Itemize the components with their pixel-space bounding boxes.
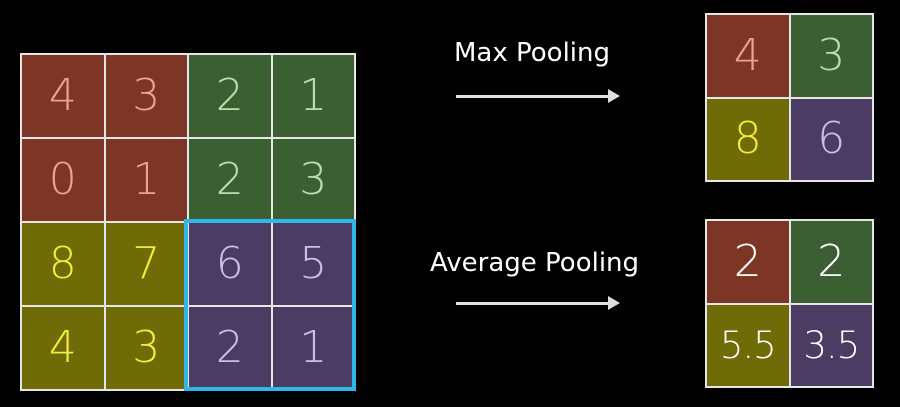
input-cell-r1c3: 3 xyxy=(272,139,354,221)
avg-output-cell-r1c1: 3.5 xyxy=(790,304,872,386)
input-cell-r3c0: 4 xyxy=(22,307,104,389)
input-cell-r2c0: 8 xyxy=(22,223,104,305)
average-pooling-arrow-icon xyxy=(456,296,620,310)
max-output-cell-r1c1: 6 xyxy=(790,98,872,180)
max-pooling-output-grid: 4 3 8 6 xyxy=(705,13,874,182)
max-pooling-label: Max Pooling xyxy=(454,38,611,68)
input-cell-r2c3: 5 xyxy=(272,223,354,305)
input-cell-r0c0: 4 xyxy=(22,55,104,137)
input-cell-r0c3: 1 xyxy=(272,55,354,137)
max-output-cell-r0c1: 3 xyxy=(790,15,872,97)
avg-output-cell-r0c0: 2 xyxy=(707,221,789,303)
max-pooling-arrow-icon xyxy=(456,89,620,103)
input-cell-r1c0: 0 xyxy=(22,139,104,221)
max-output-cell-r0c0: 4 xyxy=(707,15,789,97)
average-pooling-label: Average Pooling xyxy=(430,248,640,278)
max-output-cell-r1c0: 8 xyxy=(707,98,789,180)
input-cell-r1c1: 1 xyxy=(105,139,187,221)
input-cell-r3c1: 3 xyxy=(105,307,187,389)
avg-output-cell-r1c0: 5.5 xyxy=(707,304,789,386)
input-cell-r0c2: 2 xyxy=(189,55,271,137)
input-cell-r3c3: 1 xyxy=(272,307,354,389)
input-cell-r0c1: 3 xyxy=(105,55,187,137)
input-grid: 4 3 2 1 0 1 2 3 8 7 6 5 4 3 2 1 xyxy=(20,53,356,391)
input-cell-r2c1: 7 xyxy=(105,223,187,305)
input-cell-r2c2: 6 xyxy=(189,223,271,305)
average-pooling-output-grid: 2 2 5.5 3.5 xyxy=(705,219,874,388)
input-cell-r3c2: 2 xyxy=(189,307,271,389)
avg-output-cell-r0c1: 2 xyxy=(790,221,872,303)
input-cell-r1c2: 2 xyxy=(189,139,271,221)
